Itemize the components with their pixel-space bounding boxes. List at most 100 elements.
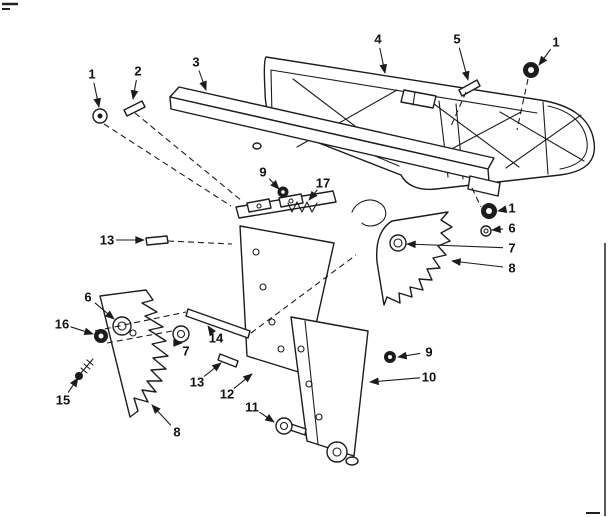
leader-lines <box>67 47 552 426</box>
washer <box>172 325 190 343</box>
washer-center <box>97 113 103 119</box>
hardware <box>75 62 539 436</box>
alignment-dash <box>134 112 243 202</box>
support-bracket <box>290 316 369 466</box>
alignment-dash <box>450 91 467 127</box>
leader-line-3 <box>198 70 207 91</box>
bar-hole <box>252 142 262 150</box>
clamp-pad <box>278 193 304 208</box>
callout-12: 12 <box>220 387 234 402</box>
washer-dark-hole <box>528 67 534 73</box>
leader-line-10 <box>369 377 421 386</box>
callout-6: 6 <box>84 290 91 305</box>
callout-1: 1 <box>508 201 515 216</box>
alignment-dash <box>471 187 482 208</box>
callout-9: 9 <box>259 165 266 180</box>
bracket-hole <box>315 413 323 421</box>
washer-dark-hole <box>486 208 492 214</box>
bracket-hole <box>297 345 305 353</box>
bar-top-face <box>169 86 495 170</box>
callout-5: 5 <box>453 32 460 47</box>
leader-line-1 <box>93 82 101 108</box>
pin <box>123 100 146 117</box>
leader-line-4 <box>379 47 388 74</box>
callout-8: 8 <box>173 425 180 440</box>
callout-2: 2 <box>134 64 141 79</box>
spring <box>287 201 318 213</box>
spreader-clamp <box>235 190 387 227</box>
washer-hole <box>176 329 186 339</box>
leader-line-1 <box>497 205 508 213</box>
leader-line-17 <box>308 189 318 201</box>
callout-7: 7 <box>182 344 189 359</box>
pin <box>458 79 481 97</box>
guard-nose-inner-curve <box>547 105 588 170</box>
callout-9: 9 <box>425 345 432 360</box>
leader-line-11 <box>259 411 275 423</box>
leader-line-5 <box>458 47 470 81</box>
leader-line-6 <box>491 225 504 233</box>
leader-line-2 <box>130 79 139 100</box>
alignment-dash <box>106 330 173 344</box>
leader-line-6 <box>94 302 115 320</box>
callout-17: 17 <box>316 176 330 191</box>
bar-end-fitting <box>467 175 501 197</box>
washer-dark-hole <box>281 190 285 194</box>
callout-13: 13 <box>100 233 114 248</box>
leader-line-9 <box>268 178 280 190</box>
leader-line-7 <box>406 240 504 249</box>
callout-1: 1 <box>88 67 95 82</box>
callout-3: 3 <box>192 55 199 70</box>
callout-14: 14 <box>209 331 224 346</box>
screw-thread <box>80 359 94 374</box>
pawl-holder-hook <box>351 199 387 227</box>
callout-7: 7 <box>508 241 515 256</box>
pawl-right-outline <box>375 211 453 306</box>
guard-nose-brace <box>499 111 585 162</box>
washer-hole <box>483 228 489 234</box>
washer-dark-hole <box>98 333 104 339</box>
toothed-pawl-left <box>99 289 169 418</box>
leader-line-1 <box>538 48 552 66</box>
pawl-right-pivot-nut <box>389 234 407 252</box>
leader-line-13 <box>203 362 222 377</box>
clamp-rivet <box>288 198 294 204</box>
leader-line-8 <box>451 258 504 268</box>
guard-latch-bracket <box>400 89 437 109</box>
clamp-pad <box>246 198 272 213</box>
plate-hole <box>268 318 276 326</box>
leader-line-16 <box>70 326 94 336</box>
washer <box>480 225 492 237</box>
bracket-hole <box>305 380 313 388</box>
plate-hole <box>259 283 267 291</box>
alignment-dash <box>516 78 529 131</box>
bracket-outline <box>290 316 369 457</box>
guard-nose-rib <box>542 101 549 175</box>
callout-6: 6 <box>508 221 515 236</box>
washer-dark-hole <box>388 355 392 359</box>
pin <box>217 353 239 368</box>
toothed-pawl-right <box>375 211 453 306</box>
guard-nose-brace <box>505 114 582 169</box>
leader-line-12 <box>233 373 253 389</box>
guard-support-bar <box>169 86 501 197</box>
callout-13: 13 <box>190 375 204 390</box>
washer <box>112 316 132 336</box>
alignment-dash <box>250 254 357 334</box>
leader-line-8 <box>151 404 172 426</box>
bolt-head <box>275 417 293 435</box>
pin <box>145 235 169 246</box>
callout-16: 16 <box>55 317 69 332</box>
screw-head <box>75 372 83 380</box>
callout-8: 8 <box>508 261 515 276</box>
callout-15: 15 <box>56 393 70 408</box>
leader-line-9 <box>397 351 421 360</box>
alignment-dash <box>103 123 232 207</box>
guard-latch-pin-line <box>412 91 416 106</box>
plate-hole <box>277 345 285 353</box>
bracket-wheel-hub <box>332 447 342 457</box>
alignment-dash <box>167 240 233 245</box>
